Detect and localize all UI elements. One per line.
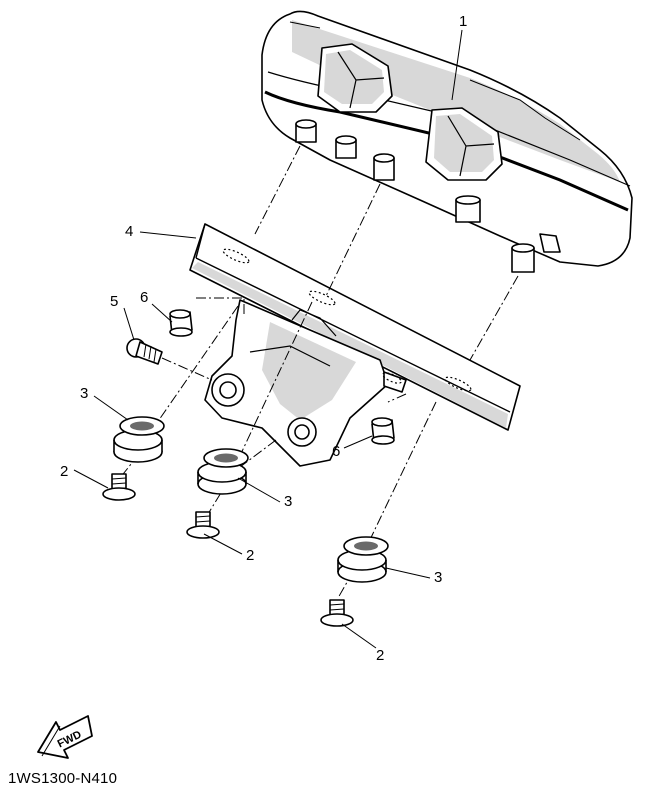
fwd-arrow-icon: FWD bbox=[37, 715, 93, 759]
callout-5: 5 bbox=[110, 293, 118, 310]
meter-stud bbox=[455, 195, 481, 223]
meter-bracket bbox=[189, 223, 521, 467]
screw-part-2-right bbox=[320, 599, 354, 627]
meter-stud bbox=[335, 135, 357, 159]
callout-6-right: 6 bbox=[332, 443, 340, 460]
damper-part-3-right bbox=[337, 536, 389, 583]
callout-6-left: 6 bbox=[140, 289, 148, 306]
meter-stud bbox=[373, 153, 395, 181]
callout-4: 4 bbox=[125, 223, 133, 240]
meter-stud bbox=[511, 243, 535, 273]
grommet-part-6-right bbox=[371, 417, 395, 445]
callout-3-right: 3 bbox=[434, 569, 442, 586]
diagram-code: 1WS1300-N410 bbox=[8, 770, 118, 787]
grommet-part-6-left bbox=[169, 309, 193, 337]
bolt-part-5 bbox=[126, 338, 213, 381]
callouts: 1 4 5 6 3 6 2 3 2 3 2 bbox=[60, 13, 467, 664]
screw-part-2-left bbox=[102, 473, 136, 501]
damper-part-3-left bbox=[113, 416, 165, 463]
callout-2-middle: 2 bbox=[246, 547, 254, 564]
callout-2-right: 2 bbox=[376, 647, 384, 664]
alignment-lines bbox=[119, 145, 519, 599]
callout-2-left: 2 bbox=[60, 463, 68, 480]
damper-part-3-middle bbox=[197, 448, 249, 495]
callout-1: 1 bbox=[459, 13, 467, 30]
screw-part-2-middle bbox=[186, 511, 220, 539]
callout-3-left: 3 bbox=[80, 385, 88, 402]
leader-lines bbox=[73, 29, 463, 649]
meter-stud bbox=[295, 119, 317, 143]
callout-3-middle: 3 bbox=[284, 493, 292, 510]
meter-assembly bbox=[261, 10, 633, 273]
